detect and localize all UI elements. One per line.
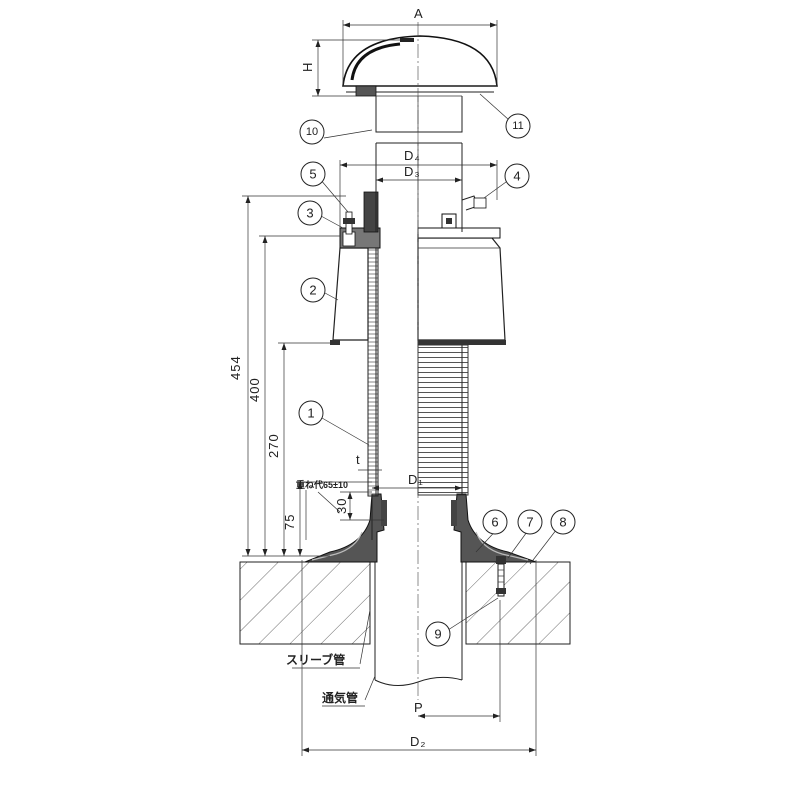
part-balloons [319,93,561,631]
balloon-1: 1 [298,400,324,426]
balloon-10-number: 10 [306,126,318,138]
dimension-lines [242,20,537,756]
vent-pipe-label: 通気管 [322,690,358,705]
inner-sleeve [375,95,463,133]
arrow-heads [245,22,536,753]
balloon-5-number: 5 [309,167,316,182]
clamp-flange [339,191,501,249]
balloon-6: 6 [482,509,508,535]
balloon-6-number: 6 [491,515,498,530]
concrete-slab [239,561,571,645]
balloon-4: 4 [504,163,530,189]
dim-D3-label: D₃ [404,164,421,179]
dim-D4-label: D₄ [404,148,421,163]
balloon-5: 5 [300,161,326,187]
connector-pipe [375,142,487,232]
balloon-11: 11 [505,113,531,139]
balloon-7-number: 7 [526,515,533,530]
balloon-3-number: 3 [306,206,313,221]
dim-75-label: 75 [282,514,297,530]
dim-400-label: 400 [247,377,262,402]
balloon-8: 8 [550,509,576,535]
dim-D2-label: D₂ [410,734,426,749]
pipe-labels: スリーブ管 通気管 [286,609,376,707]
balloon-7: 7 [517,509,543,535]
main-body [330,237,506,345]
balloon-2-number: 2 [309,283,316,298]
balloon-8-number: 8 [559,515,566,530]
balloon-11-number: 11 [512,120,523,132]
balloon-1-number: 1 [307,406,314,421]
dim-A-label: A [414,6,424,21]
roof-flashing-base [304,493,537,563]
dim-270-label: 270 [266,433,281,458]
dim-454-label: 454 [228,355,243,380]
balloon-4-number: 4 [513,169,520,184]
dim-D1-label: D₁ [408,472,424,487]
balloon-2: 2 [300,277,326,303]
vent-cap [342,35,498,97]
dim-30-label: 30 [334,498,349,514]
balloon-9-number: 9 [434,627,441,642]
dim-t-label: t [356,452,361,467]
balloon-10: 10 [299,119,325,145]
dim-P-label: P [414,700,424,715]
sleeve-pipe-label: スリーブ管 [286,652,345,667]
balloon-3: 3 [297,200,323,226]
overlap-label: 重ね代65±10 [296,479,348,490]
anchor-bolt [496,556,506,597]
balloon-9: 9 [425,621,451,647]
dim-H-label: H [300,62,315,72]
